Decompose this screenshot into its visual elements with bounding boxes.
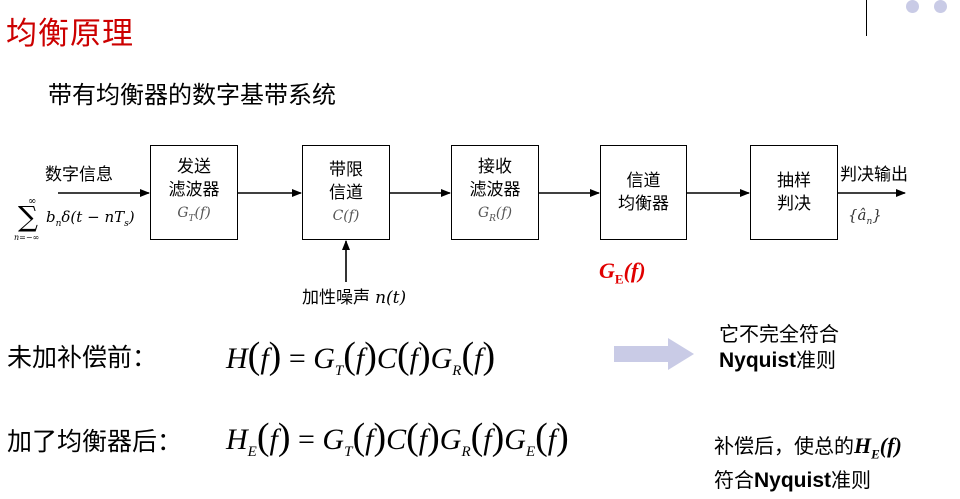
block-line2: 信道 [329,182,363,203]
note-after-line1: 补偿后，使总的HE(f) [714,433,902,467]
block-line2: 均衡器 [618,193,669,214]
block-transfer-fn: GR(f) [477,204,513,224]
note-after-line2-pre: 符合 [714,468,754,493]
nyquist-text: Nyquist [754,469,832,493]
sigma-icon: ∑ [18,200,38,233]
formula-before: H(f) = GT(f)C(f)GR(f) [226,335,496,379]
block-line2: 判决 [777,193,811,214]
header-divider [866,0,867,36]
noise-label-group: 加性噪声 n(t) [302,283,406,308]
note-before-line2-rest: 准则 [796,348,837,372]
equalizer-transfer-label: GE(f) [599,258,646,287]
he-symbol: HE(f) [854,433,902,462]
block-decision: 抽样 判决 [750,145,838,240]
block-equalizer: 信道 均衡器 [600,145,687,240]
input-formula: ∞ ∑ n=−∞ bnδ(t − nTs) [14,196,148,248]
block-line2: 滤波器 [168,179,220,200]
block-transfer-fn: C(f) [332,207,360,224]
note-before-line2: Nyquist准则 [719,347,839,374]
block-rx-filter: 接收 滤波器 GR(f) [451,145,539,240]
row-label-before: 未加补偿前： [7,343,158,372]
block-line1: 抽样 [777,170,811,191]
note-before: 它不完全符合 Nyquist准则 [719,321,839,374]
block-line1: 信道 [626,170,661,191]
note-after: 补偿后，使总的HE(f) 符合Nyquist准则 [714,433,902,494]
sum-upper-limit: ∞ [28,196,37,207]
output-symbol: {ân} [848,206,882,227]
decor-dot [906,0,919,13]
page-title: 均衡原理 [6,16,134,52]
block-transfer-fn: GT(f) [177,204,211,224]
block-line1: 带限 [329,159,363,180]
note-after-line1-text: 补偿后，使总的 [714,434,854,458]
row-label-after: 加了均衡器后： [7,427,183,456]
note-after-line2: 符合Nyquist准则 [714,467,902,494]
block-line1: 发送 [177,156,211,177]
decor-dot [934,0,947,13]
note-before-line1: 它不完全符合 [719,322,839,346]
noise-var: n(t) [375,288,407,308]
slide-subtitle: 带有均衡器的数字基带系统 [48,81,336,109]
hint-arrow [614,338,694,370]
sum-term: bnδ(t − nTs) [46,208,135,229]
input-label: 数字信息 [45,165,113,185]
nyquist-text: Nyquist [719,349,797,372]
sum-lower-limit: n=−∞ [14,233,40,242]
block-line1: 接收 [478,156,512,177]
noise-label: 加性噪声 [302,288,370,308]
block-line2: 滤波器 [469,179,521,200]
formula-after: HE(f) = GT(f)C(f)GR(f)GE(f) [226,416,569,460]
block-channel: 带限 信道 C(f) [302,145,390,240]
block-tx-filter: 发送 滤波器 GT(f) [150,145,238,240]
output-label: 判决输出 [840,165,908,185]
note-after-line2-rest: 准则 [831,468,872,493]
